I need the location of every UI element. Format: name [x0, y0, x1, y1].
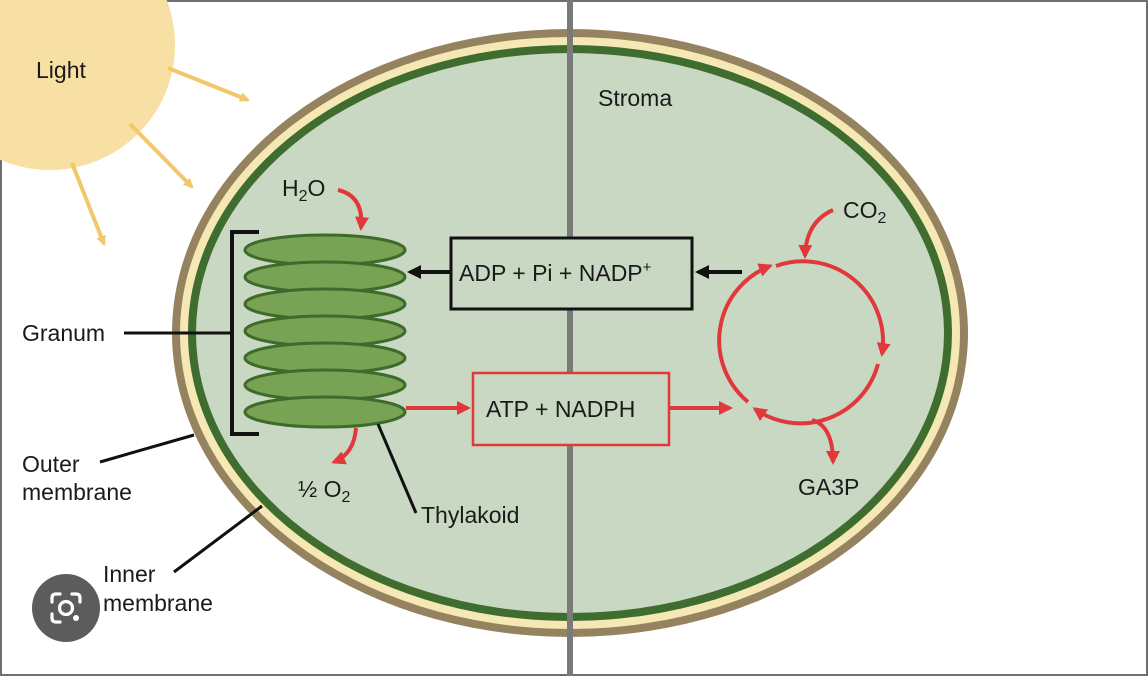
- cycle-arc-2: [752, 363, 880, 426]
- outer-membrane-pointer: [99, 433, 195, 464]
- stroma-label: Stroma: [598, 85, 672, 111]
- cycle-arc-1: [775, 259, 891, 357]
- google-lens-button[interactable]: [32, 574, 100, 642]
- ray-2: [128, 122, 194, 189]
- ray-3: [70, 162, 106, 246]
- inner-membrane-pointer: [173, 504, 263, 574]
- thylakoid-label: Thylakoid: [421, 502, 519, 528]
- ga3p-label: GA3P: [798, 474, 859, 500]
- atp-box-label: ATP + NADPH: [486, 396, 635, 422]
- h2o-arrow: [337, 188, 369, 231]
- ga3p-arrow: [811, 418, 840, 465]
- outer-membrane-label-line2: membrane: [22, 479, 132, 505]
- thylakoid-disc: [243, 395, 407, 429]
- thylakoid-stack: [243, 233, 407, 429]
- atp-box: [471, 371, 671, 447]
- inner-membrane-label-line1: Inner: [103, 561, 156, 587]
- outer-membrane-label-line1: Outer: [22, 451, 80, 477]
- o2-label: ½ O2: [298, 476, 350, 506]
- cycle-arc-3: [717, 263, 773, 404]
- co2-arrow: [798, 208, 834, 259]
- light-label: Light: [36, 57, 86, 83]
- co2-label: CO2: [843, 197, 887, 227]
- adp-box-label: ADP + Pi + NADP+: [459, 259, 652, 286]
- adp-box: [449, 236, 694, 311]
- granum-label: Granum: [22, 320, 105, 346]
- inner-membrane-label-line2: membrane: [103, 590, 213, 616]
- sun-rays: [70, 66, 250, 246]
- o2-arrow: [331, 427, 358, 465]
- thylakoid-pointer: [376, 423, 418, 514]
- lens-camera-icon: [50, 592, 82, 624]
- h2o-label: H2O: [282, 175, 325, 205]
- calvin-cycle: [717, 259, 891, 426]
- ray-1: [167, 66, 250, 102]
